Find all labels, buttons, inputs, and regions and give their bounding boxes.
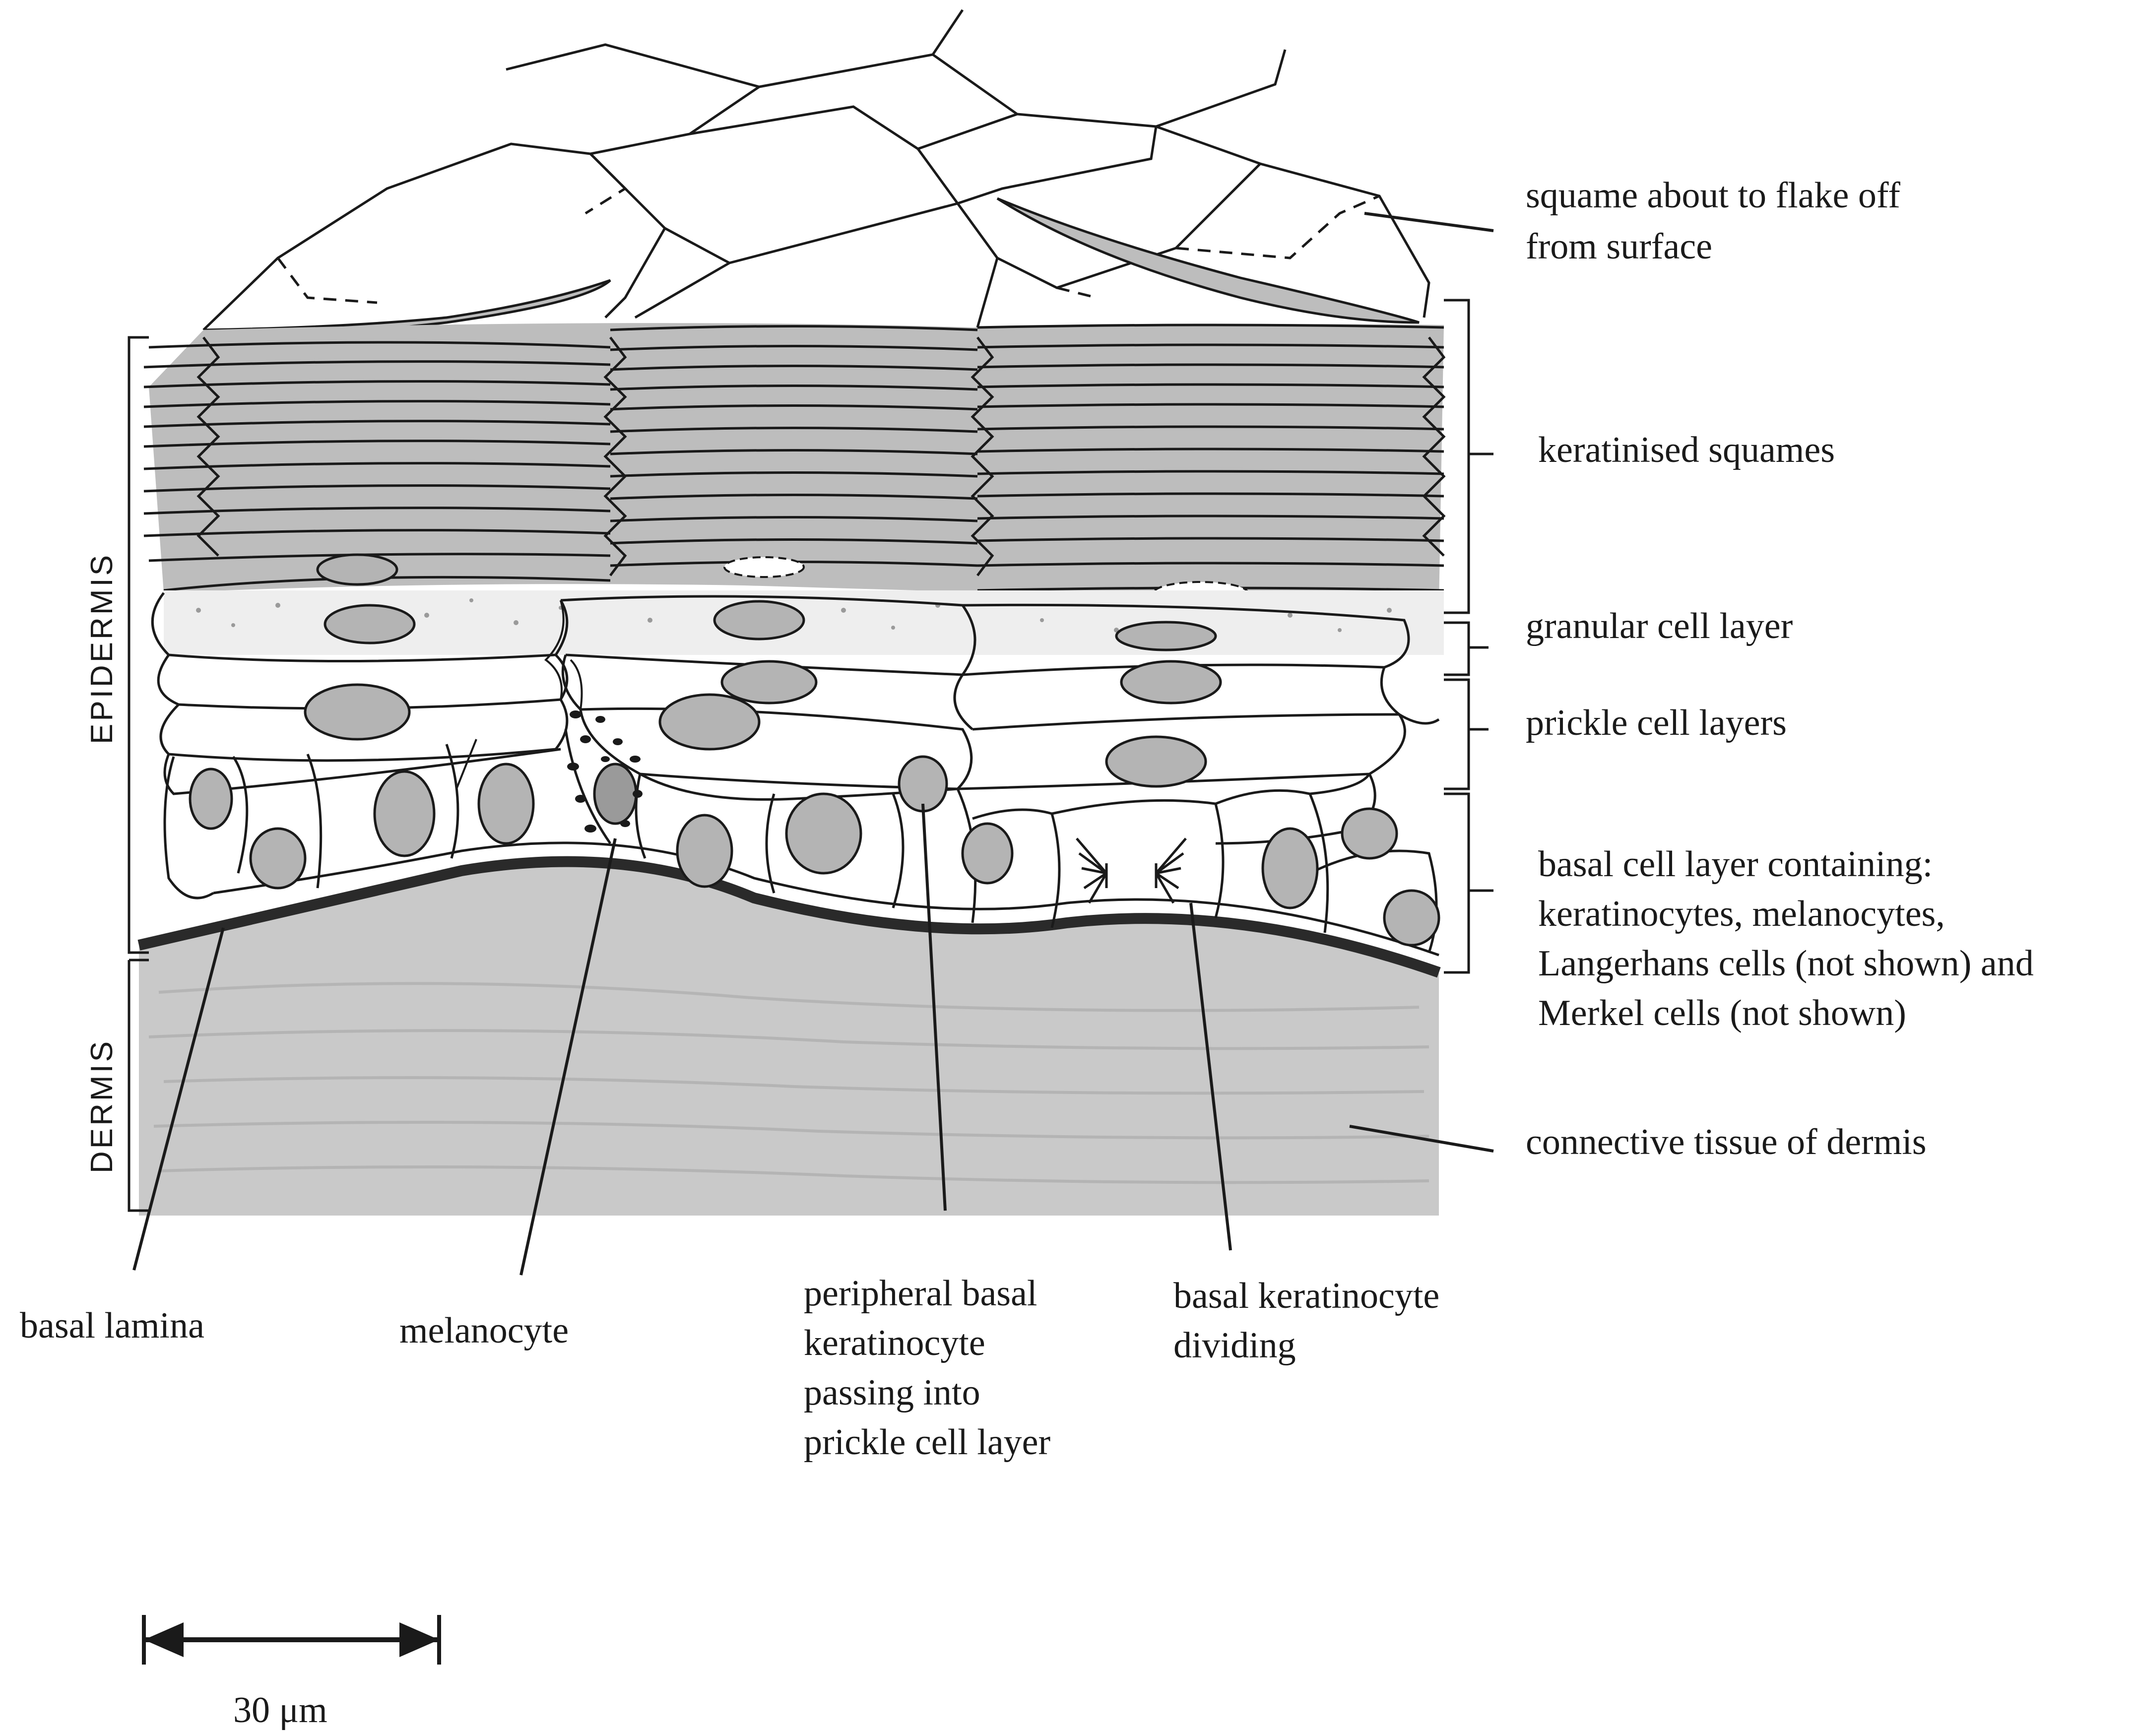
scale-bar-label: 30 μm (233, 1684, 327, 1736)
label-peripheral-3: passing into (804, 1367, 980, 1418)
epidermis-label: EPIDERMIS (84, 553, 120, 744)
label-peripheral-1: peripheral basal (804, 1268, 1037, 1319)
label-melanocyte: melanocyte (399, 1305, 569, 1356)
label-basal-lamina: basal lamina (20, 1300, 204, 1351)
label-squame-flake-2: from surface (1526, 221, 1712, 272)
label-keratinised-squames: keratinised squames (1538, 424, 1835, 476)
label-basal-layer-4: Merkel cells (not shown) (1538, 987, 1906, 1039)
label-peripheral-4: prickle cell layer (804, 1416, 1050, 1468)
surface-squames (203, 10, 1429, 332)
label-prickle-layers: prickle cell layers (1526, 697, 1787, 749)
label-dividing-2: dividing (1173, 1320, 1296, 1371)
label-granular-layer: granular cell layer (1526, 600, 1793, 652)
label-basal-layer-3: Langerhans cells (not shown) and (1538, 938, 2034, 989)
scale-bar (144, 1615, 439, 1665)
dividing-cell-chromosomes (1077, 838, 1186, 903)
label-squame-flake: squame about to flake off (1526, 170, 1900, 221)
label-basal-layer-1: basal cell layer containing: (1538, 838, 1933, 890)
label-connective-tissue: connective tissue of dermis (1526, 1116, 1927, 1168)
label-peripheral-2: keratinocyte (804, 1317, 985, 1369)
label-basal-layer-2: keratinocytes, melanocytes, (1538, 888, 1945, 940)
keratinised-squames (144, 323, 1444, 605)
label-dividing-1: basal keratinocyte (1173, 1270, 1439, 1322)
dermis-connective-tissue (139, 862, 1439, 1216)
dermis-label: DERMIS (84, 1039, 120, 1173)
